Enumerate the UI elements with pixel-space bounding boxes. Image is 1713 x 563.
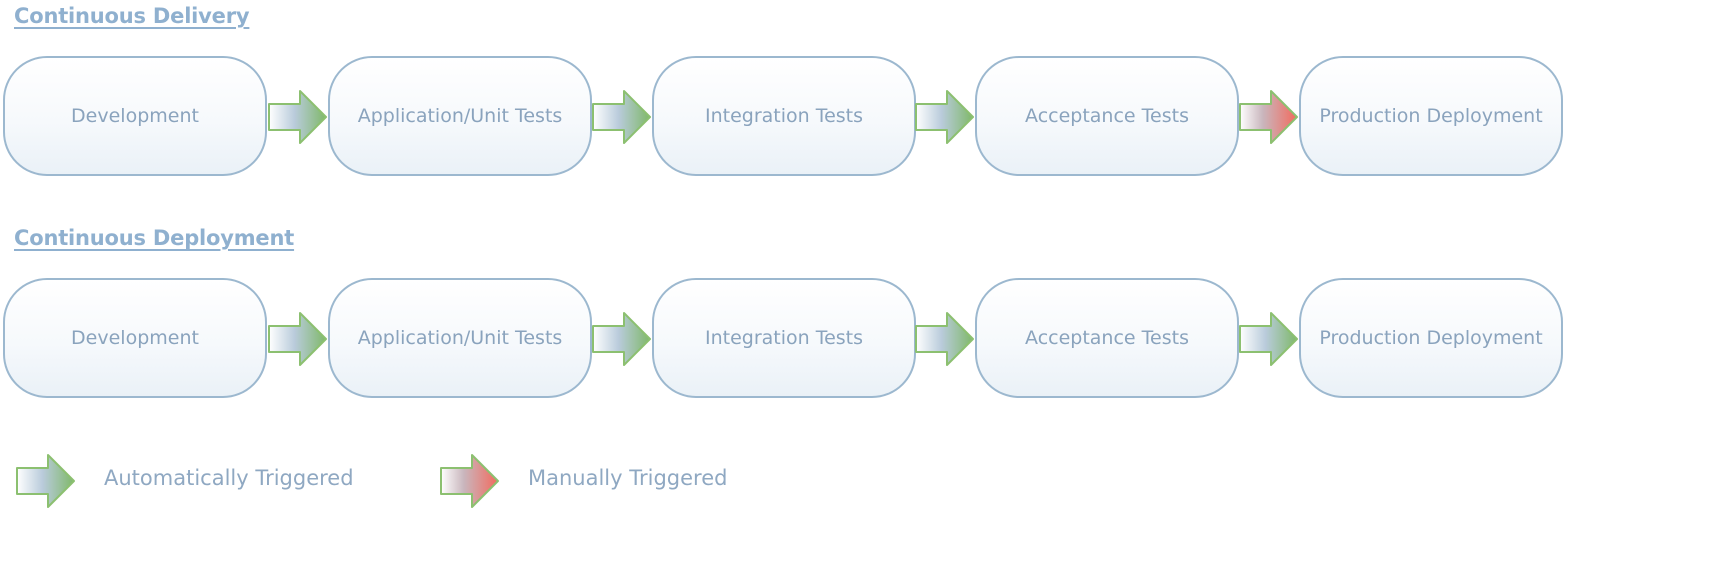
continuous-delivery-pipeline: Development Application/Unit Tests Integ… — [0, 56, 1713, 180]
arrow-manual-icon — [440, 454, 499, 508]
arrow-automatic-icon — [1239, 312, 1298, 366]
stage-acceptance-tests: Acceptance Tests — [975, 56, 1239, 176]
stage-application-unit-tests: Application/Unit Tests — [328, 56, 592, 176]
arrow-automatic-icon — [268, 90, 327, 144]
stage-acceptance-tests: Acceptance Tests — [975, 278, 1239, 398]
stage-label: Application/Unit Tests — [357, 105, 563, 127]
arrow-automatic-icon — [268, 312, 327, 366]
stage-application-unit-tests: Application/Unit Tests — [328, 278, 592, 398]
stage-label: Integration Tests — [704, 327, 864, 349]
stage-development: Development — [3, 56, 267, 176]
arrow-automatic-icon — [915, 90, 974, 144]
arrow-automatic-icon — [915, 312, 974, 366]
stage-label: Development — [71, 105, 199, 127]
legend-manual-label: Manually Triggered — [528, 466, 728, 490]
legend-automatic-label: Automatically Triggered — [104, 466, 354, 490]
stage-label: Acceptance Tests — [1025, 105, 1189, 127]
stage-label: Production Deployment — [1319, 105, 1543, 127]
arrow-manual-icon — [1239, 90, 1298, 144]
arrow-automatic-icon — [16, 454, 75, 508]
continuous-deployment-pipeline: Development Application/Unit Tests Integ… — [0, 278, 1713, 402]
stage-label: Acceptance Tests — [1025, 327, 1189, 349]
stage-label: Production Deployment — [1319, 327, 1543, 349]
stage-production-deployment: Production Deployment — [1299, 278, 1563, 398]
stage-integration-tests: Integration Tests — [652, 278, 916, 398]
stage-development: Development — [3, 278, 267, 398]
stage-label: Integration Tests — [704, 105, 864, 127]
stage-label: Application/Unit Tests — [357, 327, 563, 349]
arrow-automatic-icon — [592, 312, 651, 366]
stage-production-deployment: Production Deployment — [1299, 56, 1563, 176]
stage-integration-tests: Integration Tests — [652, 56, 916, 176]
stage-label: Development — [71, 327, 199, 349]
arrow-automatic-icon — [592, 90, 651, 144]
continuous-deployment-heading: Continuous Deployment — [14, 226, 295, 250]
continuous-delivery-heading: Continuous Delivery — [14, 4, 250, 28]
